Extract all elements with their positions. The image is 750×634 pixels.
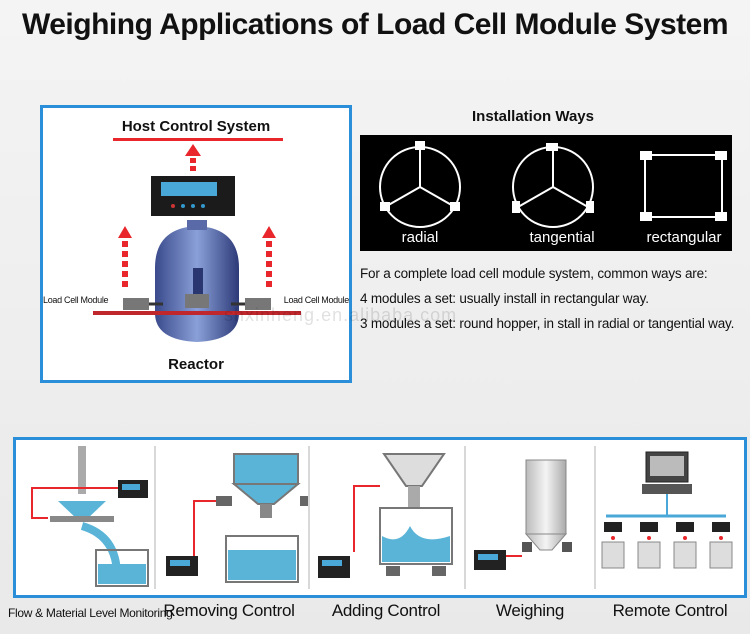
description-line-3: 3 modules a set: round hopper, in stall …: [360, 316, 735, 331]
page-title: Weighing Applications of Load Cell Modul…: [21, 8, 729, 41]
installation-shapes: [379, 141, 727, 228]
caption-remote-control: Remote Control: [612, 601, 728, 620]
load-cell-left: [123, 298, 149, 310]
caption-flow-monitoring: Flow & Material Level Monitoring: [8, 606, 173, 620]
app-weighing: [466, 446, 596, 589]
app-removing-control: [156, 446, 310, 589]
description-line-2: 4 modules a set: usually install in rect…: [360, 291, 649, 306]
installation-title: Installation Ways: [472, 108, 594, 125]
description-line-1: For a complete load cell module system, …: [360, 266, 708, 281]
host-control-label: Host Control System: [121, 118, 271, 135]
load-cell-center: [185, 294, 209, 308]
applications-strip: [13, 437, 747, 598]
load-cell-label-right: Load Cell Module: [283, 295, 350, 305]
label-radial: radial: [401, 229, 439, 246]
app-adding-control: [310, 446, 466, 589]
watermark: shxinheng.en.alibaba.com: [224, 305, 458, 325]
load-cell-label-left: Load Cell Module: [43, 295, 109, 305]
caption-weighing: Weighing: [495, 601, 565, 620]
reactor-platform: [93, 311, 301, 315]
reactor-diagram: Host Control System Load Cell Module Loa…: [40, 105, 352, 383]
app-remote-control: [596, 446, 740, 589]
label-tangential: tangential: [529, 229, 595, 246]
arrow-up-right-icon: [262, 226, 276, 287]
caption-adding-control: Adding Control: [331, 601, 441, 620]
label-rectangular: rectangular: [646, 229, 722, 246]
rectangular-layout-icon: [644, 154, 723, 218]
app-flow-monitoring: [22, 446, 156, 589]
load-cell-right: [245, 298, 271, 310]
reactor-illustration: [93, 138, 301, 342]
caption-removing-control: Removing Control: [163, 601, 295, 620]
host-bus-line: [113, 138, 283, 141]
reactor-label: Reactor: [168, 356, 224, 373]
indicator-display: [161, 182, 217, 196]
installation-diagram: radial tangential rectangular: [360, 135, 732, 251]
tangential-layout-icon: [512, 146, 594, 228]
arrow-up-left-icon: [118, 226, 132, 287]
arrow-up-center-icon: [185, 144, 201, 171]
radial-layout-icon: [379, 146, 461, 228]
